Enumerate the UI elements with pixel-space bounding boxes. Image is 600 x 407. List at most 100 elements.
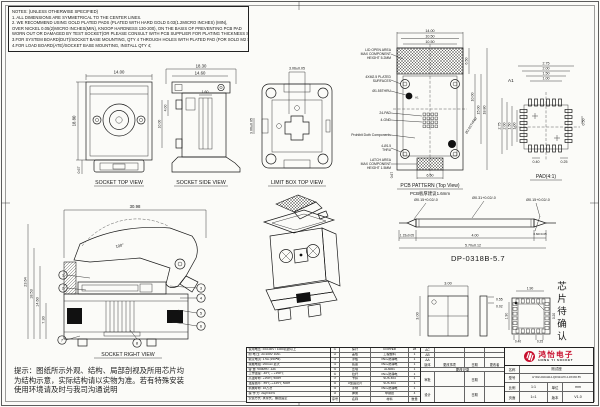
prohibit-label: Prohibit Doth Components: [351, 133, 391, 137]
part-name: 弹簧: [340, 392, 371, 396]
view-caption: PCB PATTERN (Top View): [400, 183, 460, 189]
balloon-number: 8: [136, 341, 139, 346]
dim-label: 10.50: [425, 35, 434, 39]
page-label: 页面: [505, 392, 520, 402]
revision-change-label: 更改事项: [435, 362, 465, 367]
dim-label: 30.98: [130, 204, 141, 209]
scale-row: 比例 1:1 单位 mm: [505, 382, 593, 393]
name-row: 名称 测试座: [505, 365, 593, 375]
parts-header-material: 材料: [371, 396, 409, 402]
unit-value: mm: [575, 385, 581, 389]
pad-ring: [519, 98, 573, 153]
socket-side-drawing: [161, 68, 241, 173]
note-line: 3.FOR SYSTEM BOARD(DUT)/SOCKET BASE MOUN…: [12, 36, 249, 42]
version-label: 版本: [548, 392, 563, 402]
revision-delta-row: ΔA: [421, 357, 504, 363]
notes-box: NOTES: (UNLESS OTHERWISE SPECIFIED)1. AL…: [8, 6, 249, 52]
info-block: 鸿怡电子 HONG YI SOCKET 名称 测试座 型号 HYDZ-20241…: [505, 348, 593, 402]
dim-label: 1.60: [202, 90, 209, 94]
part-row: ⑩ 弹簧 琴钢丝 4: [331, 392, 420, 397]
part-material: PEI+防静电: [371, 362, 409, 367]
view-caption: SOCKET TOP VIEW: [95, 180, 143, 186]
socket-isometric-view: [262, 194, 341, 322]
part-material: COPPER: [371, 348, 409, 352]
dim-label: 1.50: [508, 123, 512, 130]
dim-label: 10.00: [158, 120, 162, 129]
dim-label: 0.67: [390, 172, 394, 179]
approve-row: 审批 日期: [421, 372, 504, 388]
revision-empty-cell: [435, 348, 465, 352]
view-caption-cn: PCB板厚建议1.6mm: [410, 190, 450, 197]
dim-label: 23.64: [24, 277, 28, 287]
a1-label: A1: [508, 78, 514, 83]
pad-detail-drawing: [501, 65, 583, 160]
bottom-note-line: 提示：图纸所示外观、结构、局部剖视及所用芯片均: [14, 366, 184, 375]
bottom-note-line: 使用环境请及时与我司沟通说明: [14, 385, 118, 395]
part-row: ④ 底座 PEI+防静电 1: [331, 362, 420, 368]
parts-header-name: 名称: [340, 396, 371, 402]
probe-title: DP-0318B-5.7: [451, 254, 505, 263]
note-line: WORN OUT OR DAMAGED BY TEST SOCKET(OR PL…: [12, 31, 249, 37]
revision-date-label: 日期: [465, 362, 485, 367]
plated-label: 4XM2.5 PLATED: [365, 75, 391, 79]
part-qty: 28: [412, 348, 417, 352]
dim-label: 4.00: [164, 105, 168, 112]
spec-row: 耐 电 压: AC100V 1Min: [247, 353, 330, 358]
pcb-pattern-view: 14.00 10.50 10.50 6.50 10.00 15.00 18.80…: [351, 29, 488, 197]
part-name: 压块: [340, 367, 371, 372]
dim-label: Ø0.15+0.02/-0: [414, 198, 438, 202]
part-name: 盖板: [340, 352, 371, 357]
revision-version-label: 版本: [421, 362, 435, 367]
parts-header-no: 序号: [331, 396, 340, 402]
dim-label: 3.06±0.05: [250, 118, 254, 134]
title-block: 使用电压: DC100V / 1000兆欧以上耐 电 压: AC100V 1Mi…: [246, 347, 594, 403]
balloon-number: 6: [200, 324, 203, 329]
part-no: ⑦: [331, 377, 340, 382]
part-row: ③ 浮板 PEI+防静电 1: [331, 357, 420, 363]
spec-row: 操 作 力: 2kgf±10%: [247, 392, 330, 397]
part-name: 手柄: [340, 387, 371, 392]
ic-pads: [512, 298, 550, 334]
revision-delta-label: ΔA: [421, 357, 435, 363]
part-name: 浮板: [340, 357, 371, 362]
ic-drawing: [419, 285, 551, 340]
view-caption: SOCKET RIGHT VIEW: [101, 352, 155, 358]
part-qty: 1: [413, 367, 416, 371]
spec-row: 容 量: 500MHz -1db: [247, 368, 330, 373]
revision-delta-label: ΔB: [421, 352, 435, 357]
page-row: 页面 1=1 版本 V1.0: [505, 392, 593, 402]
note-line: 1. ALL DIMENSIONS ARE SYMMETRICAL TO THE…: [12, 14, 142, 20]
part-row: ⑨ 手柄 PEI+防静电 1: [331, 387, 420, 393]
part-no: ⑧: [331, 382, 340, 387]
part-no: ④: [331, 362, 340, 367]
dim-label: 18.53: [30, 289, 34, 299]
model-value: HYDZ-20241114-QFN24-P0.4-3X3X0.55: [532, 376, 581, 380]
scale-label: 比例: [505, 382, 520, 392]
bottom-note-line: 为结构示意，实际结构请以实物为准。若有特殊安装: [14, 375, 184, 385]
part-material: AL6061: [371, 367, 409, 372]
dim-label: 1.90: [527, 287, 534, 291]
dim-label: 0.55: [496, 298, 503, 302]
part-name: 底座: [340, 362, 371, 367]
part-qty: 1: [413, 382, 416, 386]
revision-empty-cell: [465, 352, 485, 357]
part-no: ①: [331, 348, 340, 352]
parts-header-qty: 数量: [411, 396, 418, 401]
logo-row: 鸿怡电子 HONG YI SOCKET: [505, 348, 593, 366]
isometric-drawing: [262, 194, 341, 322]
lid-open-label: LID OPEN AREA: [365, 48, 392, 52]
latch-label: LATCH AREA: [370, 158, 392, 162]
design-sign-cell: [435, 387, 465, 402]
revision-header-row: 版本 更改事项 日期 更改者: [421, 362, 504, 368]
dim-label: 1.00: [543, 77, 550, 81]
balloon-number: 5: [200, 311, 203, 316]
revision-delta-rows: ΔC ΔB ΔA: [421, 348, 504, 363]
dim-label: 7.30: [42, 316, 46, 323]
approve-label: 审批: [421, 372, 435, 387]
parts-header-row: 序号 名称 材料 数量: [331, 396, 420, 402]
dim-label: 5.70±0.12: [465, 243, 481, 247]
part-material: SUS 304: [371, 382, 409, 387]
dim-label: 0.40: [533, 160, 540, 164]
balloon-number: 2: [62, 286, 65, 291]
spec-row: 机械寿命: 10万次: [247, 387, 330, 393]
